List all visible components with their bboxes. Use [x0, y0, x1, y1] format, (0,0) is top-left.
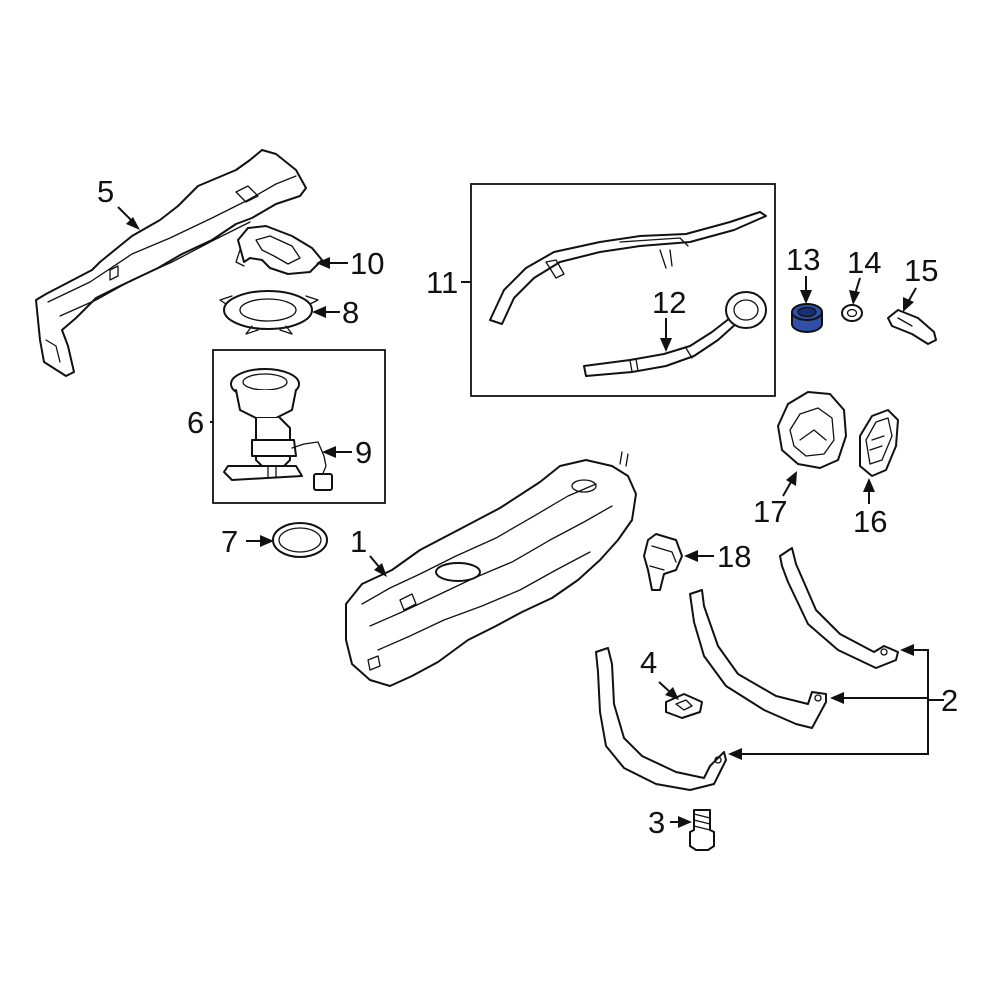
- part-9-level-sensor[interactable]: [291, 441, 333, 491]
- part-3-bolt[interactable]: [689, 809, 715, 851]
- callout-6: 6: [187, 405, 204, 440]
- part-12-filler-pipe[interactable]: [583, 291, 767, 377]
- part-2-tank-straps[interactable]: [595, 547, 899, 791]
- callout-9: 9: [355, 435, 372, 470]
- part-18-valve[interactable]: [643, 533, 683, 591]
- callout-15: 15: [904, 253, 938, 288]
- part-13-seal-highlighted[interactable]: [791, 303, 823, 333]
- callout-12: 12: [652, 285, 686, 320]
- part-4-clip-nut[interactable]: [665, 693, 703, 719]
- part-7-gasket[interactable]: [272, 522, 328, 558]
- callout-labels: 5 10 8 6 9 7 1 11 12 13 14 15 17 16 18 2…: [97, 174, 958, 840]
- part-17-filler-housing[interactable]: [777, 391, 847, 469]
- part-11-frame: [470, 183, 776, 397]
- callout-13: 13: [786, 242, 820, 277]
- callout-10: 10: [350, 246, 384, 281]
- callout-16: 16: [853, 504, 887, 539]
- callout-7: 7: [221, 524, 238, 559]
- part-1-fuel-tank[interactable]: [345, 451, 637, 687]
- callout-18: 18: [717, 539, 751, 574]
- part-5-heat-shield[interactable]: [35, 149, 307, 377]
- callout-14: 14: [847, 245, 881, 280]
- callout-17: 17: [753, 494, 787, 529]
- callout-5: 5: [97, 174, 114, 209]
- callout-1: 1: [350, 524, 367, 559]
- leader-lines: [117, 206, 944, 828]
- callout-8: 8: [342, 295, 359, 330]
- callout-3: 3: [648, 805, 665, 840]
- part-16-filler-door[interactable]: [859, 409, 899, 477]
- part-14-grommet[interactable]: [841, 304, 863, 322]
- callout-11: 11: [426, 265, 458, 300]
- part-8-lock-ring[interactable]: [219, 290, 319, 335]
- part-6-fuel-pump-module[interactable]: [223, 368, 303, 481]
- part-10-retainer[interactable]: [235, 225, 323, 275]
- callout-2: 2: [941, 683, 958, 718]
- part-6-frame: [212, 349, 386, 504]
- part-11-vent-tube[interactable]: [489, 211, 767, 325]
- part-15-clip[interactable]: [887, 309, 937, 345]
- callout-4: 4: [640, 645, 657, 680]
